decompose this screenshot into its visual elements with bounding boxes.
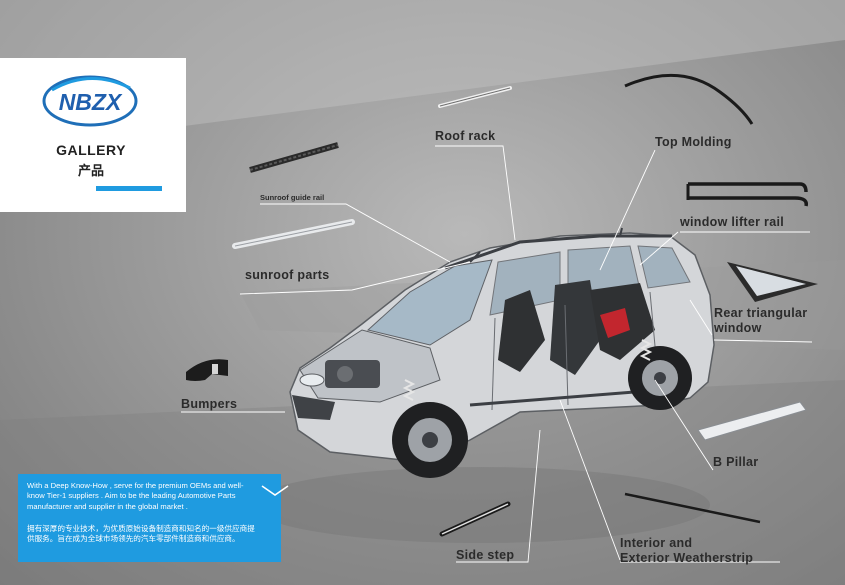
label-rear-triangular-window-1[interactable]: Rear triangular: [714, 306, 808, 320]
window-lifter-rail-part: [686, 182, 809, 207]
label-window-lifter-rail[interactable]: window lifter rail: [680, 215, 785, 229]
label-sunroof-parts[interactable]: sunroof parts: [245, 268, 330, 282]
label-rear-triangular-window-2[interactable]: window: [714, 321, 762, 335]
top-molding-part: [624, 73, 754, 125]
floor-reflection: [250, 467, 710, 543]
logo-text: NBZX: [59, 89, 123, 115]
leader-lines: [181, 145, 813, 563]
info-chinese-text: 拥有深厚的专业技术，为优质原始设备制造商和知名的一级供应商提供服务。旨在成为全球…: [27, 524, 255, 544]
gallery-accent-bar: [96, 186, 162, 191]
label-weatherstrip-1[interactable]: Interior and: [620, 536, 693, 550]
b-pillar-part: [697, 401, 807, 441]
label-roof-rack[interactable]: Roof rack: [435, 129, 496, 143]
label-top-molding[interactable]: Top Molding: [655, 135, 732, 149]
logo-panel: NBZX GALLERY 产品: [0, 58, 186, 212]
car-illustration: [289, 227, 715, 478]
info-english-text: With a Deep Know-How , serve for the pre…: [27, 481, 244, 511]
gallery-title: GALLERY: [56, 142, 126, 158]
gallery-subtitle: 产品: [77, 163, 104, 178]
bumper-part: [186, 359, 228, 381]
sunroof-guide-rail-part: [249, 142, 339, 173]
label-side-step[interactable]: Side step: [456, 548, 515, 562]
label-bumpers[interactable]: Bumpers: [181, 397, 238, 411]
label-b-pillar[interactable]: B Pillar: [713, 455, 759, 469]
chevron-down-icon[interactable]: [260, 484, 290, 498]
info-box: With a Deep Know-How , serve for the pre…: [18, 474, 289, 562]
label-sunroof-guide-rail[interactable]: Sunroof guide rail: [260, 193, 325, 202]
rear-triangular-window-part: [727, 262, 818, 302]
weatherstrip-part: [624, 492, 761, 524]
label-weatherstrip-2[interactable]: Exterior Weatherstrip: [620, 551, 754, 565]
brand-logo[interactable]: NBZX: [40, 70, 140, 132]
